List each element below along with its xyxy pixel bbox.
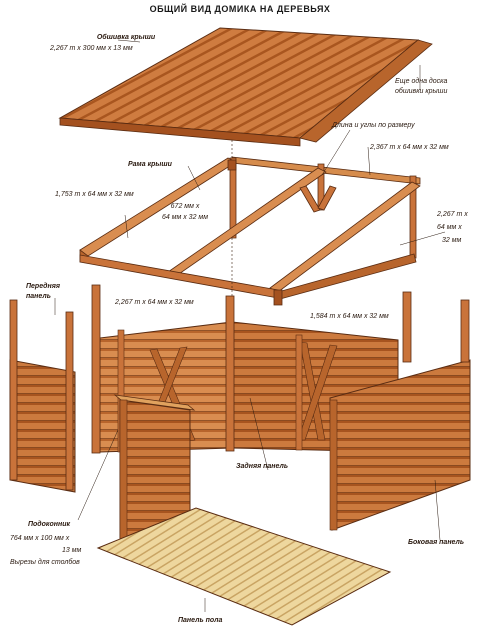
label-extra-board-1: Еще одна доска (395, 78, 448, 85)
label-back-panel: Задняя панель (236, 463, 289, 470)
roof-frame (79, 156, 421, 306)
label-sill-size-2: 13 мм (62, 547, 82, 554)
label-roof-frame: Рама крыши (128, 161, 172, 168)
window-panel (113, 394, 196, 549)
label-size-bottom-right: 1,584 m x 64 мм x 32 мм (310, 313, 389, 320)
label-size-right-1: 2,267 m x (437, 211, 468, 218)
label-size-top-right: 2,367 m x 64 мм x 32 мм (370, 144, 449, 151)
label-extra-board-2: обшивки крыши (395, 88, 448, 95)
label-size-mid-2: 64 мм x 32 мм (161, 214, 209, 221)
label-size-left: 1,753 m x 64 мм x 32 мм (55, 191, 134, 198)
label-floor-panel: Панель пола (178, 617, 223, 624)
label-length-angle: Длина и углы по размеру (332, 122, 415, 129)
leader-lines (54, 39, 446, 612)
label-front-panel-1: Передняя (26, 283, 60, 290)
label-size-bottom-left: 2,267 m x 64 мм x 32 мм (115, 299, 194, 306)
label-size-mid-1: 672 мм x (170, 203, 200, 210)
label-side-panel: Боковая панель (408, 539, 465, 546)
floor-panel (96, 507, 392, 626)
side-panel (329, 291, 471, 531)
label-roof-sheathing: Обшивка крыши (96, 34, 156, 41)
roof-sheathing (58, 27, 433, 147)
diagram-title: ОБЩИЙ ВИД ДОМИКА НА ДЕРЕВЬЯХ (149, 4, 331, 14)
label-sill-size-1: 764 мм x 100 мм x (10, 535, 70, 542)
label-size-right-2: 64 мм x (437, 224, 462, 231)
label-front-panel-2: панель (26, 293, 51, 300)
label-sill: Подоконник (28, 521, 71, 528)
label-size-right-3: 32 мм (442, 237, 462, 244)
label-roof-size: 2,267 m x 300 мм x 13 мм (50, 45, 133, 52)
front-panel (9, 299, 76, 493)
label-post-cutouts: Вырезы для столбов (10, 559, 80, 566)
